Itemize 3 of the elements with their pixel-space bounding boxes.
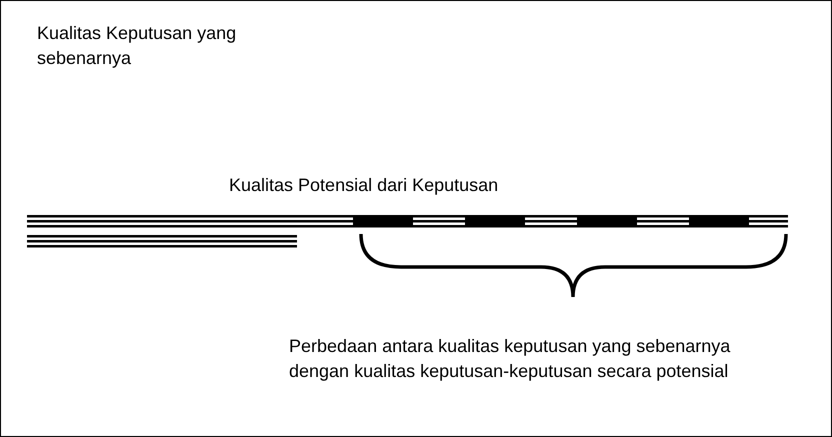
label-text: Kualitas Keputusan yang sebenarnya [37,22,238,70]
label-text: Kualitas Potensial dari Keputusan [229,174,500,197]
label-text: Perbedaan antara kualitas keputusan yang sebenarnya dengan kualitas keputusan-keputusan secara potensial [289,335,732,383]
